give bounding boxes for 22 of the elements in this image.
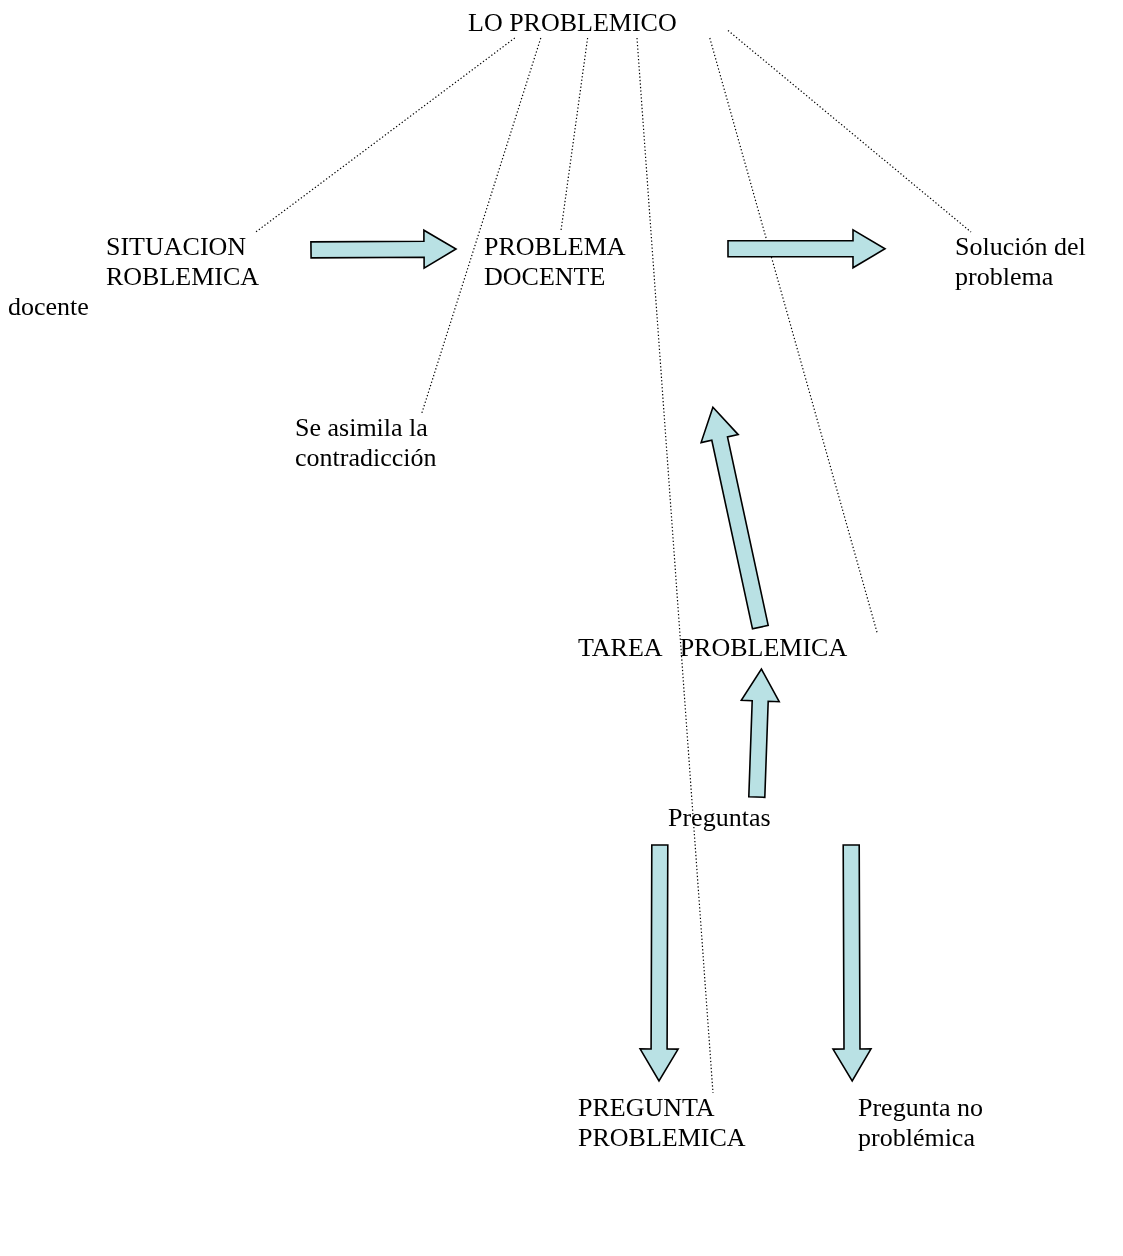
dotted-leader-line xyxy=(255,37,516,233)
node-label: Pregunta no problémica xyxy=(858,1093,983,1152)
node-label: PREGUNTA PROBLEMICA xyxy=(578,1093,746,1152)
node-label: Se asimila la contradicción xyxy=(295,413,437,472)
dotted-leader-line xyxy=(421,37,542,414)
block-arrow xyxy=(699,405,770,630)
block-arrow xyxy=(310,228,458,270)
node-label: docente xyxy=(8,292,89,321)
dotted-leader-line xyxy=(709,37,878,634)
dotted-leader-line xyxy=(636,37,714,1094)
node-label: PROBLEMA DOCENTE xyxy=(484,232,625,291)
block-arrow xyxy=(739,667,781,799)
node-label: Solución del problema xyxy=(955,232,1086,291)
block-arrow xyxy=(638,844,680,1083)
node-label: LO PROBLEMICO xyxy=(468,8,677,37)
dotted-leader-line xyxy=(560,37,589,233)
dotted-leader-line xyxy=(727,29,972,233)
node-label: TAREA PROBLEMICA xyxy=(578,633,848,662)
block-arrow xyxy=(831,844,873,1083)
node-label: Preguntas xyxy=(668,803,771,832)
node-label: SITUACION ROBLEMICA xyxy=(106,232,260,291)
block-arrow xyxy=(727,228,887,270)
